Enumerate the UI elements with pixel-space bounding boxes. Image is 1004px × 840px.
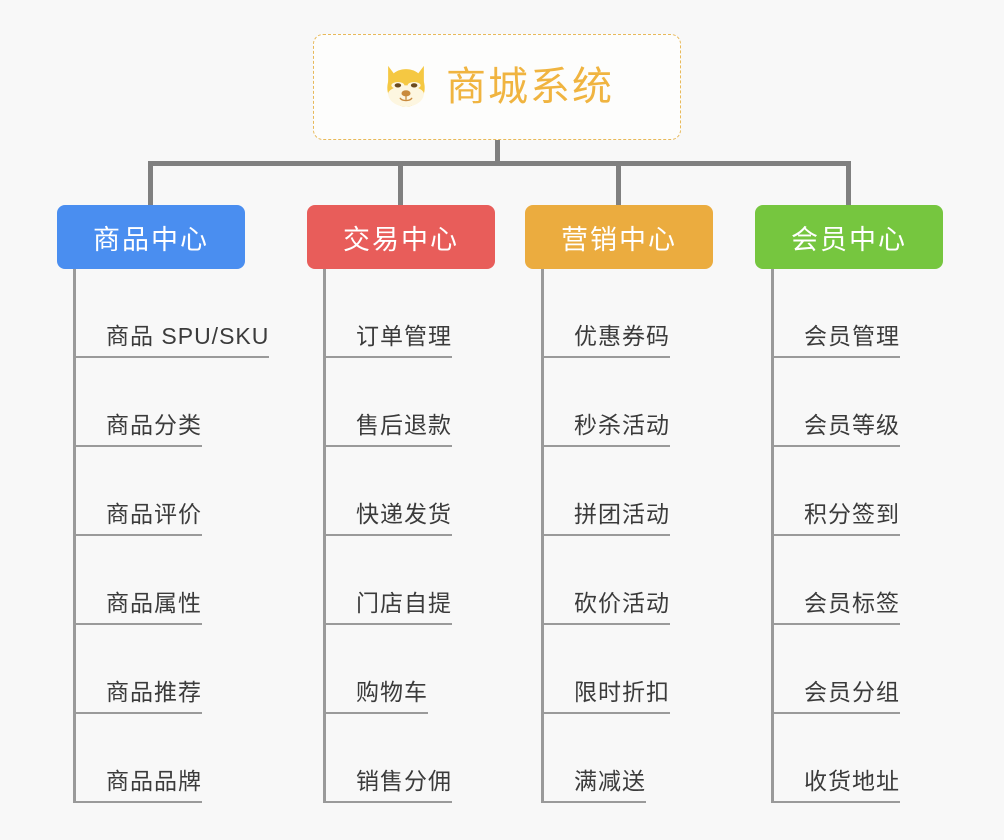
list-item-label: 收货地址 <box>774 768 900 803</box>
list-item-label: 砍价活动 <box>544 590 670 625</box>
list-item-label: 商品分类 <box>76 412 202 447</box>
column-header-product-center[interactable]: 商品中心 <box>57 205 245 269</box>
connector-drop-1 <box>148 161 153 205</box>
list-item-label: 积分签到 <box>774 501 900 536</box>
column-body-trade-center: 订单管理 售后退款 快递发货 门店自提 购物车 销售分佣 <box>323 269 495 803</box>
column-trade-center: 交易中心 订单管理 售后退款 快递发货 门店自提 购物车 销售分佣 <box>307 205 495 803</box>
list-item-label: 商品属性 <box>76 590 202 625</box>
list-item[interactable]: 门店自提 <box>326 536 495 625</box>
list-item-label: 商品推荐 <box>76 679 202 714</box>
list-item[interactable]: 商品 SPU/SKU <box>76 269 270 358</box>
list-item-label: 秒杀活动 <box>544 412 670 447</box>
list-item-label: 商品 SPU/SKU <box>76 323 270 358</box>
column-marketing-center: 营销中心 优惠券码 秒杀活动 拼团活动 砍价活动 限时折扣 满减送 <box>525 205 713 803</box>
connector-horizontal-bus <box>148 161 851 166</box>
list-item-label: 购物车 <box>326 679 428 714</box>
root-node[interactable]: 商城系统 <box>313 34 681 140</box>
list-item-label: 订单管理 <box>326 323 452 358</box>
column-body-marketing-center: 优惠券码 秒杀活动 拼团活动 砍价活动 限时折扣 满减送 <box>541 269 713 803</box>
list-item[interactable]: 商品属性 <box>76 536 245 625</box>
list-item-label: 优惠券码 <box>544 323 670 358</box>
list-item[interactable]: 砍价活动 <box>544 536 713 625</box>
list-item[interactable]: 会员管理 <box>774 269 943 358</box>
list-item[interactable]: 商品分类 <box>76 358 245 447</box>
shiba-dog-icon <box>387 65 425 107</box>
list-item-label: 会员管理 <box>774 323 900 358</box>
column-header-marketing-center[interactable]: 营销中心 <box>525 205 713 269</box>
list-item[interactable]: 优惠券码 <box>544 269 713 358</box>
list-item[interactable]: 售后退款 <box>326 358 495 447</box>
column-member-center: 会员中心 会员管理 会员等级 积分签到 会员标签 会员分组 收货地址 <box>755 205 943 803</box>
list-item[interactable]: 会员标签 <box>774 536 943 625</box>
column-product-center: 商品中心 商品 SPU/SKU 商品分类 商品评价 商品属性 商品推荐 商品品牌 <box>57 205 270 803</box>
list-item-label: 拼团活动 <box>544 501 670 536</box>
list-item-label: 商品评价 <box>76 501 202 536</box>
list-item-label: 限时折扣 <box>544 679 670 714</box>
list-item-label: 会员分组 <box>774 679 900 714</box>
connector-drop-2 <box>398 161 403 205</box>
list-item-label: 会员等级 <box>774 412 900 447</box>
column-header-trade-center[interactable]: 交易中心 <box>307 205 495 269</box>
list-item[interactable]: 商品品牌 <box>76 714 245 803</box>
list-item[interactable]: 快递发货 <box>326 447 495 536</box>
list-item-label: 门店自提 <box>326 590 452 625</box>
list-item[interactable]: 拼团活动 <box>544 447 713 536</box>
list-item-label: 会员标签 <box>774 590 900 625</box>
column-body-member-center: 会员管理 会员等级 积分签到 会员标签 会员分组 收货地址 <box>771 269 943 803</box>
column-header-member-center[interactable]: 会员中心 <box>755 205 943 269</box>
list-item[interactable]: 限时折扣 <box>544 625 713 714</box>
connector-root-stem <box>495 140 500 166</box>
list-item[interactable]: 秒杀活动 <box>544 358 713 447</box>
list-item-label: 快递发货 <box>326 501 452 536</box>
list-item[interactable]: 购物车 <box>326 625 495 714</box>
root-title: 商城系统 <box>446 65 614 109</box>
list-item[interactable]: 销售分佣 <box>326 714 495 803</box>
list-item-label: 满减送 <box>544 768 646 803</box>
list-item-label: 售后退款 <box>326 412 452 447</box>
list-item[interactable]: 商品评价 <box>76 447 245 536</box>
list-item-label: 商品品牌 <box>76 768 202 803</box>
list-item[interactable]: 收货地址 <box>774 714 943 803</box>
connector-drop-3 <box>616 161 621 205</box>
column-body-product-center: 商品 SPU/SKU 商品分类 商品评价 商品属性 商品推荐 商品品牌 <box>73 269 270 803</box>
connector-drop-4 <box>846 161 851 205</box>
list-item[interactable]: 订单管理 <box>326 269 495 358</box>
list-item[interactable]: 会员分组 <box>774 625 943 714</box>
list-item[interactable]: 商品推荐 <box>76 625 245 714</box>
list-item[interactable]: 满减送 <box>544 714 713 803</box>
list-item[interactable]: 会员等级 <box>774 358 943 447</box>
list-item-label: 销售分佣 <box>326 768 452 803</box>
list-item[interactable]: 积分签到 <box>774 447 943 536</box>
